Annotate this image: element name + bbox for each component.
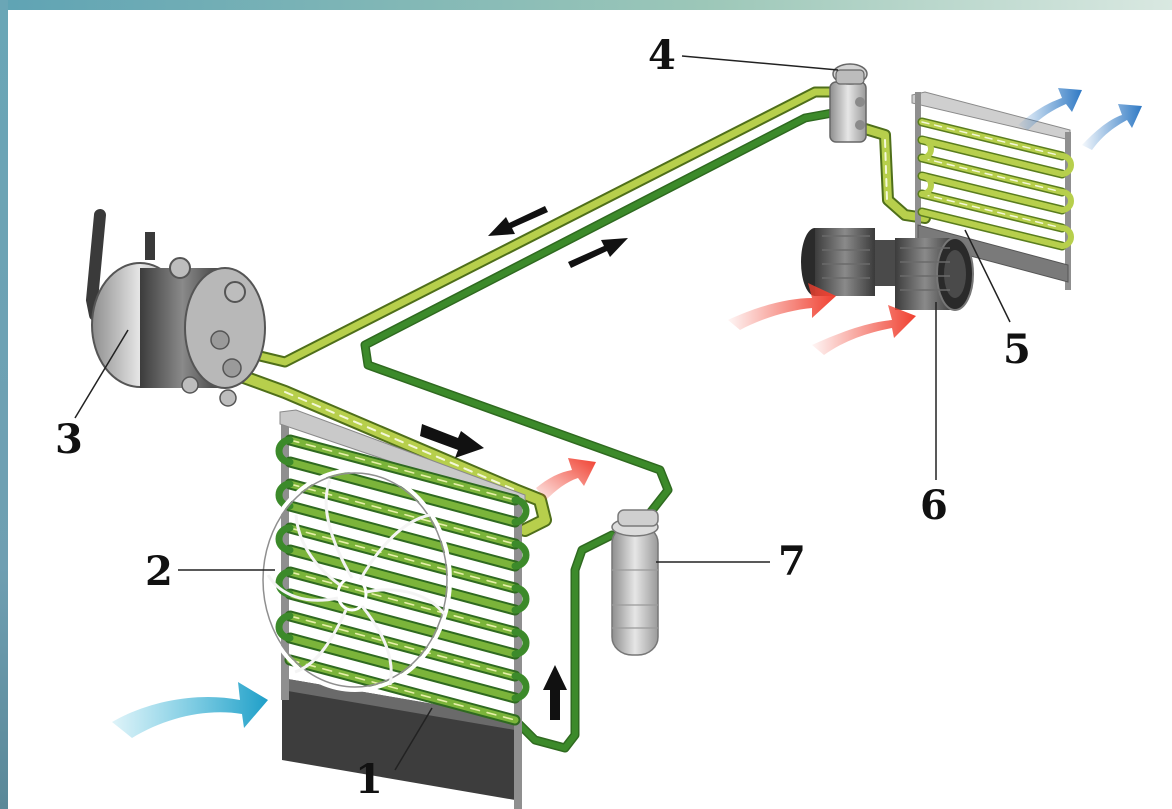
condenser-fan-icon bbox=[258, 468, 452, 692]
leader-line-1 bbox=[394, 707, 433, 771]
callout-7: 7 bbox=[778, 538, 806, 585]
condenser-shroud bbox=[282, 678, 515, 800]
compressor-icon bbox=[85, 209, 266, 407]
callout-6: 6 bbox=[920, 482, 948, 529]
receiver-drier-icon bbox=[611, 509, 659, 656]
flow-arrow-icon bbox=[543, 665, 567, 720]
hot-air-arrow-icon bbox=[536, 458, 596, 500]
cool-air-arrow-icon bbox=[1018, 88, 1082, 130]
blower-fan-icon bbox=[801, 228, 974, 311]
leader-lines bbox=[74, 55, 1011, 771]
warm-air-arrow-icon bbox=[812, 305, 916, 355]
compressor-to-condenser-line bbox=[223, 365, 552, 537]
valve-to-evaporator-line bbox=[856, 122, 931, 224]
frame-left-border bbox=[0, 0, 8, 809]
leader-line-4 bbox=[681, 55, 839, 71]
flow-arrow-icon bbox=[568, 238, 628, 268]
leader-line-5 bbox=[964, 229, 1011, 323]
cool-air-arrow-icon bbox=[1082, 104, 1142, 150]
condenser-icon bbox=[275, 409, 530, 809]
callout-4: 4 bbox=[648, 32, 676, 79]
leader-line-3 bbox=[74, 329, 129, 419]
callout-2: 2 bbox=[145, 548, 173, 595]
frame-top-border bbox=[0, 0, 1172, 10]
flow-arrow-icon bbox=[488, 206, 548, 236]
warm-air-arrow-icon bbox=[728, 283, 836, 330]
callout-1: 1 bbox=[355, 756, 383, 803]
expansion-valve-icon bbox=[829, 63, 868, 143]
discharge-to-valve-line bbox=[360, 107, 843, 518]
callout-3: 3 bbox=[55, 416, 83, 463]
flow-arrow-icon bbox=[420, 424, 484, 458]
callout-5: 5 bbox=[1003, 326, 1031, 373]
liquid-return-line bbox=[510, 530, 617, 753]
intake-air-arrow-icon bbox=[112, 682, 268, 738]
